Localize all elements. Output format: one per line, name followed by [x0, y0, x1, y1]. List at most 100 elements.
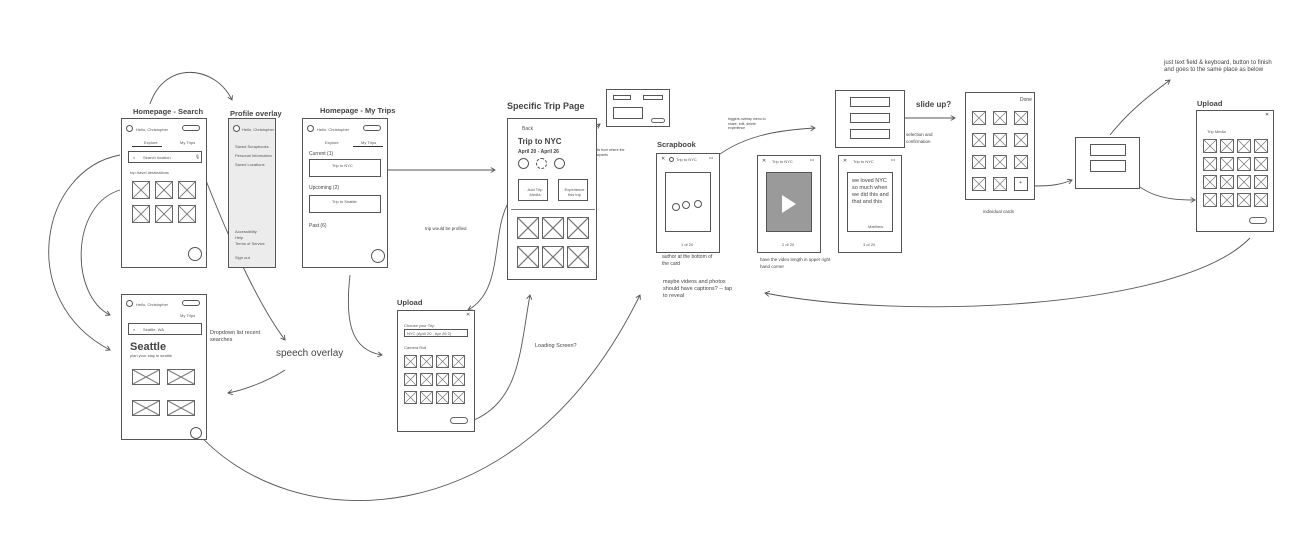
- photo-thumbnail[interactable]: [404, 373, 417, 386]
- media-thumbnail[interactable]: [1203, 157, 1217, 171]
- menu-item[interactable]: Terms of Service: [235, 241, 265, 246]
- media-thumbnail[interactable]: [1237, 139, 1251, 153]
- menu-item[interactable]: Personal Information: [235, 153, 272, 158]
- card-thumbnail[interactable]: [972, 155, 986, 169]
- media-thumbnail[interactable]: [1254, 139, 1268, 153]
- menu-item[interactable]: Accessibility: [235, 229, 257, 234]
- media-thumbnail[interactable]: [1220, 175, 1234, 189]
- result-card[interactable]: [167, 400, 195, 416]
- media-thumbnail[interactable]: [567, 217, 589, 239]
- upload-button[interactable]: [450, 417, 468, 424]
- participant-avatar[interactable]: [518, 158, 529, 169]
- media-thumbnail[interactable]: [1220, 193, 1234, 207]
- media-thumbnail[interactable]: [1237, 157, 1251, 171]
- destination-card[interactable]: [178, 181, 196, 199]
- option-list[interactable]: [613, 107, 643, 119]
- menu-option[interactable]: [850, 113, 890, 123]
- avatar[interactable]: [126, 125, 133, 132]
- media-thumbnail[interactable]: [1220, 139, 1234, 153]
- card-thumbnail[interactable]: [993, 155, 1007, 169]
- media-thumbnail[interactable]: [1237, 175, 1251, 189]
- photo-thumbnail[interactable]: [436, 355, 449, 368]
- avatar[interactable]: [126, 300, 133, 307]
- card-thumbnail[interactable]: [1014, 133, 1028, 147]
- tab-explore[interactable]: Explore: [144, 140, 158, 145]
- tab-my-trips[interactable]: My Trips: [180, 313, 196, 318]
- finish-button[interactable]: [1090, 160, 1126, 172]
- add-card-button[interactable]: +: [1014, 177, 1028, 191]
- option-button[interactable]: [613, 95, 631, 100]
- logout-link[interactable]: Sign out: [235, 255, 250, 260]
- photo-thumbnail[interactable]: [436, 391, 449, 404]
- media-thumbnail[interactable]: [542, 246, 564, 268]
- add-participant-button[interactable]: [554, 158, 565, 169]
- close-icon[interactable]: ✕: [1265, 112, 1270, 118]
- media-thumbnail[interactable]: [1254, 157, 1268, 171]
- menu-item[interactable]: Saved Locations: [235, 162, 265, 167]
- card-thumbnail[interactable]: [972, 133, 986, 147]
- menu-item[interactable]: Saved Scrapbooks: [235, 144, 269, 149]
- login-button[interactable]: [363, 125, 381, 131]
- photo-thumbnail[interactable]: [452, 391, 465, 404]
- menu-option[interactable]: [850, 97, 890, 107]
- result-card[interactable]: [132, 400, 160, 416]
- close-icon[interactable]: ✕: [762, 158, 767, 164]
- media-thumbnail[interactable]: [1203, 175, 1217, 189]
- media-thumbnail[interactable]: [1203, 139, 1217, 153]
- scrapbook-card-text[interactable]: ✕ Trip to NYC ••• we loved NYC so much w…: [838, 155, 902, 253]
- media-thumbnail[interactable]: [1254, 175, 1268, 189]
- back-link[interactable]: Back: [522, 126, 534, 132]
- photo-thumbnail[interactable]: [420, 391, 433, 404]
- menu-item[interactable]: Help: [235, 235, 244, 240]
- destination-card[interactable]: [178, 205, 196, 223]
- photo-thumbnail[interactable]: [404, 391, 417, 404]
- card-thumbnail[interactable]: [972, 111, 986, 125]
- media-thumbnail[interactable]: [1237, 193, 1251, 207]
- upload-fab[interactable]: [188, 247, 202, 261]
- card-video[interactable]: [766, 172, 812, 232]
- media-thumbnail[interactable]: [542, 217, 564, 239]
- current-trip-card[interactable]: Trip to NYC: [309, 159, 381, 177]
- avatar[interactable]: [307, 125, 314, 132]
- login-button[interactable]: [182, 300, 200, 306]
- card-thumbnail[interactable]: [993, 111, 1007, 125]
- destination-card[interactable]: [155, 205, 173, 223]
- upload-fab[interactable]: [190, 427, 202, 439]
- media-thumbnail[interactable]: [517, 246, 539, 268]
- destination-card[interactable]: [132, 181, 150, 199]
- confirm-button[interactable]: [651, 118, 665, 123]
- media-thumbnail[interactable]: [1254, 193, 1268, 207]
- upcoming-trip-card[interactable]: Trip to Seattle: [309, 195, 381, 213]
- tab-my-trips[interactable]: My Trips: [180, 140, 196, 145]
- close-icon[interactable]: ✕: [661, 156, 666, 162]
- card-thumbnail[interactable]: [1014, 155, 1028, 169]
- more-icon[interactable]: •••: [709, 155, 714, 160]
- destination-card[interactable]: [155, 181, 173, 199]
- result-card[interactable]: [167, 369, 195, 385]
- destination-card[interactable]: [132, 205, 150, 223]
- done-button[interactable]: Done: [1020, 97, 1032, 103]
- photo-thumbnail[interactable]: [452, 373, 465, 386]
- card-thumbnail[interactable]: [972, 177, 986, 191]
- menu-option[interactable]: [850, 129, 890, 139]
- more-icon[interactable]: •••: [891, 157, 896, 162]
- result-card[interactable]: [132, 369, 160, 385]
- search-input[interactable]: ⌕ Search location 🎙: [128, 151, 202, 163]
- media-thumbnail[interactable]: [517, 217, 539, 239]
- play-icon[interactable]: [782, 195, 796, 213]
- avatar[interactable]: [233, 125, 240, 132]
- more-icon[interactable]: •••: [810, 157, 815, 162]
- login-button[interactable]: [182, 125, 200, 131]
- photo-thumbnail[interactable]: [404, 355, 417, 368]
- option-button[interactable]: [643, 95, 663, 100]
- card-thumbnail[interactable]: [993, 133, 1007, 147]
- media-thumbnail[interactable]: [567, 246, 589, 268]
- add-media-button[interactable]: Add Trip Media: [518, 179, 548, 201]
- media-thumbnail[interactable]: [1220, 157, 1234, 171]
- card-thumbnail[interactable]: [993, 177, 1007, 191]
- card-thumbnail[interactable]: [1014, 111, 1028, 125]
- participant-avatar[interactable]: [536, 158, 547, 169]
- photo-thumbnail[interactable]: [420, 355, 433, 368]
- upload-button[interactable]: [1249, 217, 1267, 224]
- scrapbook-card-photo[interactable]: ✕ Trip to NYC ••• 1 of 20: [656, 153, 720, 253]
